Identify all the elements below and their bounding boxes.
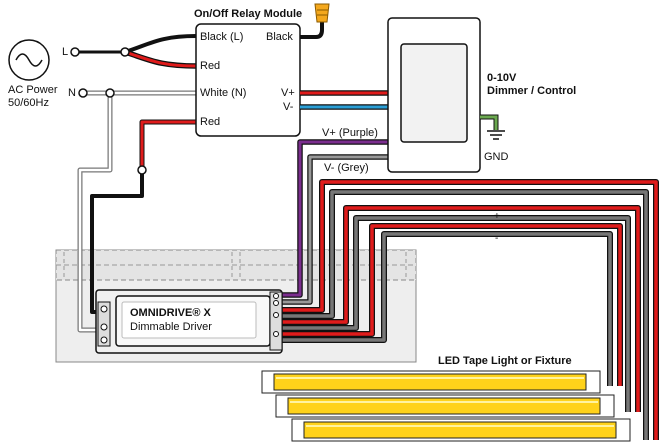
dimmer-title-line1: 0-10V — [487, 72, 517, 84]
tape-minus-label: - — [495, 233, 499, 244]
ac-power-label: AC Power — [8, 84, 58, 96]
ground-icon — [480, 114, 505, 140]
ac-frequency-label: 50/60Hz — [8, 97, 49, 109]
relay-to-driver-wire — [90, 119, 196, 314]
relay-black-l-label: Black (L) — [200, 31, 244, 43]
relay-black-output-wire — [300, 3, 330, 39]
relay-module-box — [195, 23, 301, 137]
v-minus-grey-label: V- (Grey) — [324, 162, 369, 174]
tape-plus-label: + — [494, 211, 500, 222]
driver-brand-label: OMNIDRIVE® X — [130, 307, 211, 319]
relay-black-out-label: Black — [266, 31, 293, 43]
line-junction — [120, 47, 130, 57]
line-wires — [73, 34, 199, 69]
driver-subtitle-label: Dimmable Driver — [130, 321, 212, 333]
dimmer-control-wires — [282, 139, 388, 305]
relay-v-minus-label: V- — [283, 101, 294, 113]
neutral-junction — [105, 88, 115, 98]
relay-module-title: On/Off Relay Module — [194, 8, 303, 20]
neutral-terminal — [78, 88, 88, 98]
tape-output-wires — [282, 179, 659, 440]
ground-label: GND — [484, 151, 509, 163]
relay-red-out-label: Red — [200, 116, 221, 128]
dimmer-title-line2: Dimmer / Control — [487, 85, 577, 97]
led-tape-strip-3 — [291, 418, 631, 442]
led-tape-title: LED Tape Light or Fixture — [438, 355, 572, 367]
ac-source-icon — [8, 39, 50, 81]
neutral-terminal-label: N — [68, 87, 76, 99]
led-tape-strip-1 — [261, 370, 601, 394]
wire-nut-icon — [314, 3, 330, 23]
relay-v-plus-label: V+ — [281, 87, 295, 99]
dimmer-device — [387, 17, 481, 173]
dimmer-paddle — [400, 43, 468, 143]
relay-white-n-label: White (N) — [200, 87, 247, 99]
relay-control-wires — [300, 90, 388, 110]
neutral-wires — [77, 90, 196, 333]
line-terminal — [70, 47, 80, 57]
driver-unit — [95, 289, 283, 354]
relay-red-in-label: Red — [200, 60, 221, 72]
splice-junction — [137, 165, 147, 175]
line-terminal-label: L — [62, 46, 69, 58]
led-tape-strip-2 — [275, 394, 615, 418]
v-plus-purple-label: V+ (Purple) — [322, 127, 378, 139]
